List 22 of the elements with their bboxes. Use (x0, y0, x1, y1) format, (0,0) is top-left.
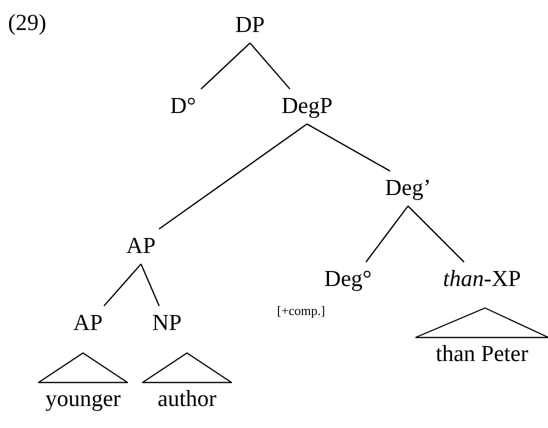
category-label: Deg° (324, 266, 372, 291)
tree-branch (306, 123, 390, 172)
terminal-word: than Peter (436, 341, 528, 366)
tree-branch (408, 206, 464, 262)
terminal-word: author (158, 386, 216, 411)
feature-annotation: [+comp.] (277, 303, 326, 319)
tree-branch (103, 264, 142, 306)
category-label: DegP (281, 93, 333, 118)
category-label: NP (152, 310, 182, 335)
category-label: D° (170, 93, 196, 118)
terminal-word: younger (45, 386, 121, 411)
tree-branch (250, 42, 290, 90)
tree-branch (158, 123, 308, 230)
tree-branch (365, 206, 409, 262)
category-label: than-XP (443, 266, 521, 291)
category-label: AP (126, 233, 156, 258)
category-label: Deg’ (385, 175, 431, 200)
tree-branch (140, 264, 160, 306)
tree-branch (200, 42, 250, 90)
category-label: AP (73, 310, 103, 335)
example-number: (29) (8, 10, 46, 36)
category-label: DP (235, 12, 265, 37)
